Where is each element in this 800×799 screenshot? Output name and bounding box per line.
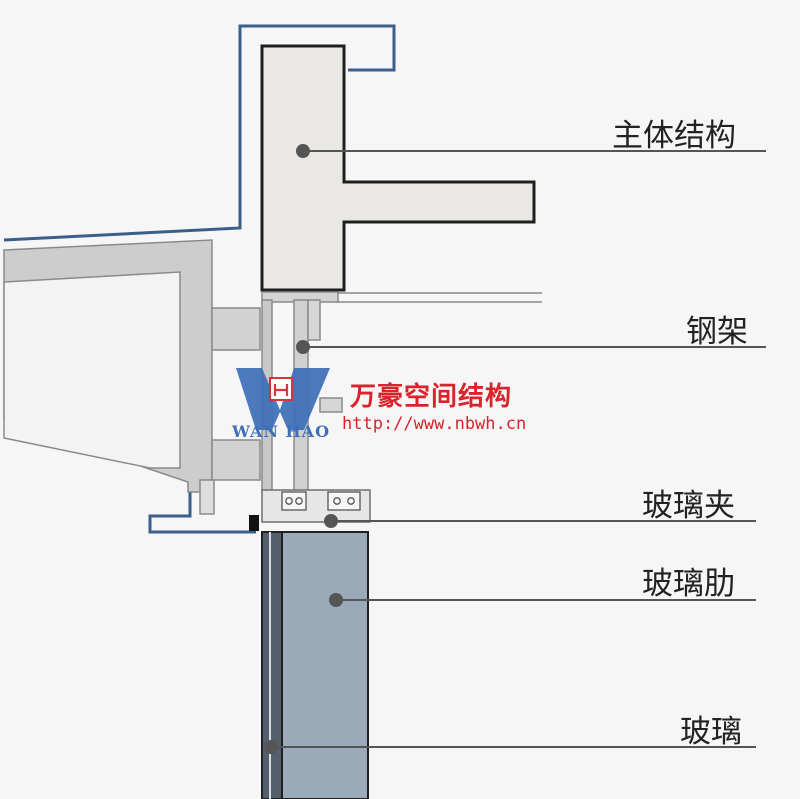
steel-frame-arm [319,397,343,413]
leader-dot-glass-clamp [324,514,338,528]
clamp-bolt-icon [285,497,293,505]
watermark-url: http://www.nbwh.cn [342,414,527,434]
leader-dot-main-structure [296,144,310,158]
blue-outline-lower [148,488,256,534]
main-structure-shape [260,44,536,292]
leader-dot-glass-fin [329,593,343,607]
canopy-bracket-top [211,307,261,351]
glass-fin-shape [281,531,369,799]
clamp-bolt-icon [295,497,303,505]
steel-frame-stiffener [307,299,321,341]
glass-pane [261,531,283,799]
canopy-drip-edge [199,479,215,515]
label-glass: 玻璃 [680,714,742,750]
label-steel-frame: 钢架 [686,314,748,350]
watermark-company-name: 万豪空间结构 [350,382,513,412]
label-glass-fin: 玻璃肋 [642,566,735,602]
clamp-bolt-icon [347,497,355,505]
clamp-bolt-box-left [281,491,307,511]
canopy-bracket-bottom [211,439,261,481]
leader-dot-glass [264,740,278,754]
leader-dot-steel-frame [296,340,310,354]
canopy-hollow [3,271,181,469]
label-glass-clamp: 玻璃夹 [642,488,735,524]
clamp-bolt-icon [333,497,341,505]
blue-building-outline [3,24,396,242]
watermark-brand: WAN HAO [232,422,331,441]
clamp-bolt-box-right [327,491,361,511]
label-main-structure: 主体结构 [612,118,736,154]
sealant-block [249,515,259,531]
wanhao-logo-icon [236,368,330,430]
